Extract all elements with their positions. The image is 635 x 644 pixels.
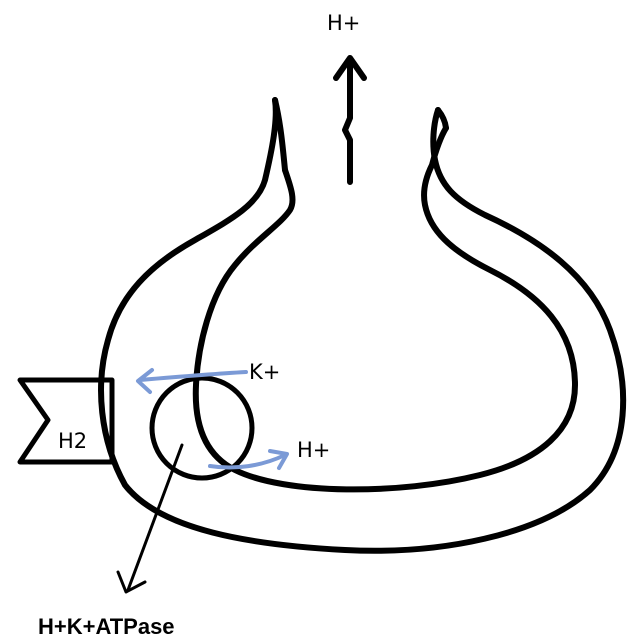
cell-outer-outline bbox=[101, 100, 623, 551]
h2-receptor-label: H2 bbox=[58, 429, 87, 453]
proton-exit-arrow-shaft bbox=[345, 62, 350, 182]
pump-label: H+K+ATPase bbox=[38, 614, 175, 639]
right-neck-tip bbox=[438, 110, 446, 128]
top-proton-label: H+ bbox=[327, 11, 360, 35]
inner-proton-label: H+ bbox=[297, 438, 330, 462]
potassium-label: K+ bbox=[249, 360, 280, 384]
